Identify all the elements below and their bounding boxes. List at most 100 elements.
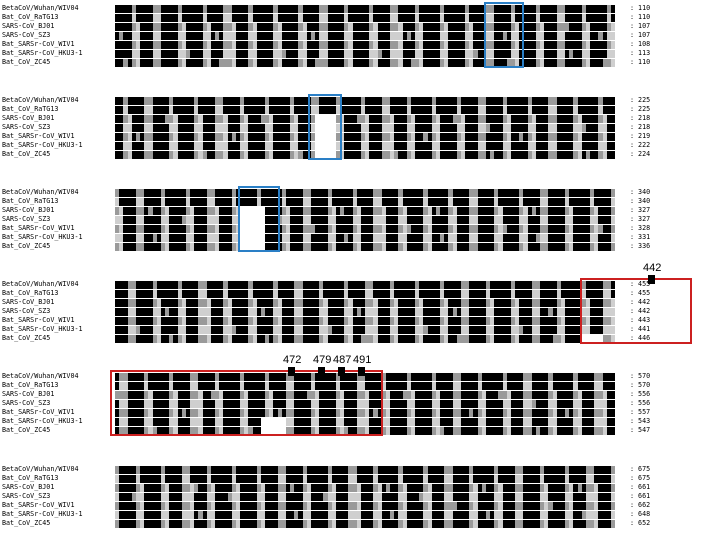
end-position: : 662 [630,501,651,509]
residue-cell [356,123,362,132]
residue-cell [535,40,541,49]
residue-cell [498,22,503,31]
residue-cell [240,188,245,197]
residue-cell [477,40,483,49]
residue-cell [127,150,133,159]
residue-cell [556,114,562,123]
residue-cell [394,141,399,150]
residue-cell [194,197,199,206]
residue-cell [323,114,328,123]
residue-cell [540,132,545,141]
residue-cell [398,4,403,13]
residue-cell [173,13,178,22]
residue-cell [198,22,203,31]
residue-cell [365,114,370,123]
residue-cell [544,49,549,58]
residue-cell [190,141,195,150]
residue-cell [494,141,499,150]
end-position: : 110 [630,4,651,12]
residue-cell [348,4,353,13]
residue-cell [269,96,274,105]
residue-cell [365,188,370,197]
residue-cell [302,40,308,49]
residue-cell [606,13,612,22]
residue-cell [119,31,124,40]
residue-cell [406,188,412,197]
residue-cell [548,132,553,141]
residue-cell [544,4,549,13]
residue-cell [335,132,341,141]
residue-cell [127,105,133,114]
residue-cell [223,197,228,206]
residue-cell [498,96,503,105]
residue-cell [148,114,153,123]
residue-cell [398,58,403,67]
residue-cell [460,96,466,105]
residue-cell [390,22,395,31]
residue-cell [294,31,299,40]
residue-cell [327,22,333,31]
residue-cell [210,58,216,67]
residue-cell [477,114,483,123]
residue-cell [527,22,533,31]
residue-cell [123,132,128,141]
residue-cell [173,206,178,215]
residue-cell [152,188,158,197]
residue-cell [210,114,216,123]
residue-cell [165,114,170,123]
residue-cell [144,141,149,150]
residue-cell [423,40,428,49]
residue-cell [352,123,358,132]
residue-cell [515,114,520,123]
residue-cell [227,123,233,132]
residue-cell [144,49,149,58]
residue-cell [419,40,424,49]
residue-cell [331,141,337,150]
residue-cell [123,4,128,13]
residue-cell [127,141,133,150]
residue-cell [319,40,324,49]
residue-cell [194,123,199,132]
residue-cell [498,123,503,132]
residue-cell [319,31,324,40]
end-position: : 327 [630,206,651,214]
residue-cell [440,49,445,58]
residue-cell [398,105,403,114]
residue-cell [473,4,478,13]
residue-cell [465,4,470,13]
residue-cell [394,132,399,141]
residue-cell [177,150,183,159]
residue-cell [323,105,328,114]
residue-cell [498,132,503,141]
residue-cell [548,96,553,105]
residue-cell [265,132,270,141]
residue-cell [610,150,616,159]
residue-cell [169,105,174,114]
sequence-name: Bat_SARSr-CoV_WIV1 [2,132,75,140]
residue-cell [327,31,333,40]
residue-cell [273,123,278,132]
residue-cell [510,13,516,22]
residue-cell [131,105,137,114]
residue-cell [123,58,128,67]
residue-cell [452,13,458,22]
residue-cell [577,197,583,206]
residue-cell [552,22,558,31]
residue-cell [219,49,224,58]
residue-cell [302,114,308,123]
residue-cell [369,197,374,206]
sequence-name: Bat_SARSr-CoV_HKU3-1 [2,49,83,57]
residue-cell [398,96,403,105]
residue-cell [269,114,274,123]
residue-cell [573,31,578,40]
residue-cell [148,105,153,114]
residue-cell [456,150,462,159]
residue-cell [369,114,374,123]
residue-cell [173,114,178,123]
residue-cell [240,114,245,123]
residue-cell [552,58,558,67]
residue-cell [465,22,470,31]
residue-cell [377,13,383,22]
residue-cell [485,105,491,114]
residue-cell [181,40,187,49]
